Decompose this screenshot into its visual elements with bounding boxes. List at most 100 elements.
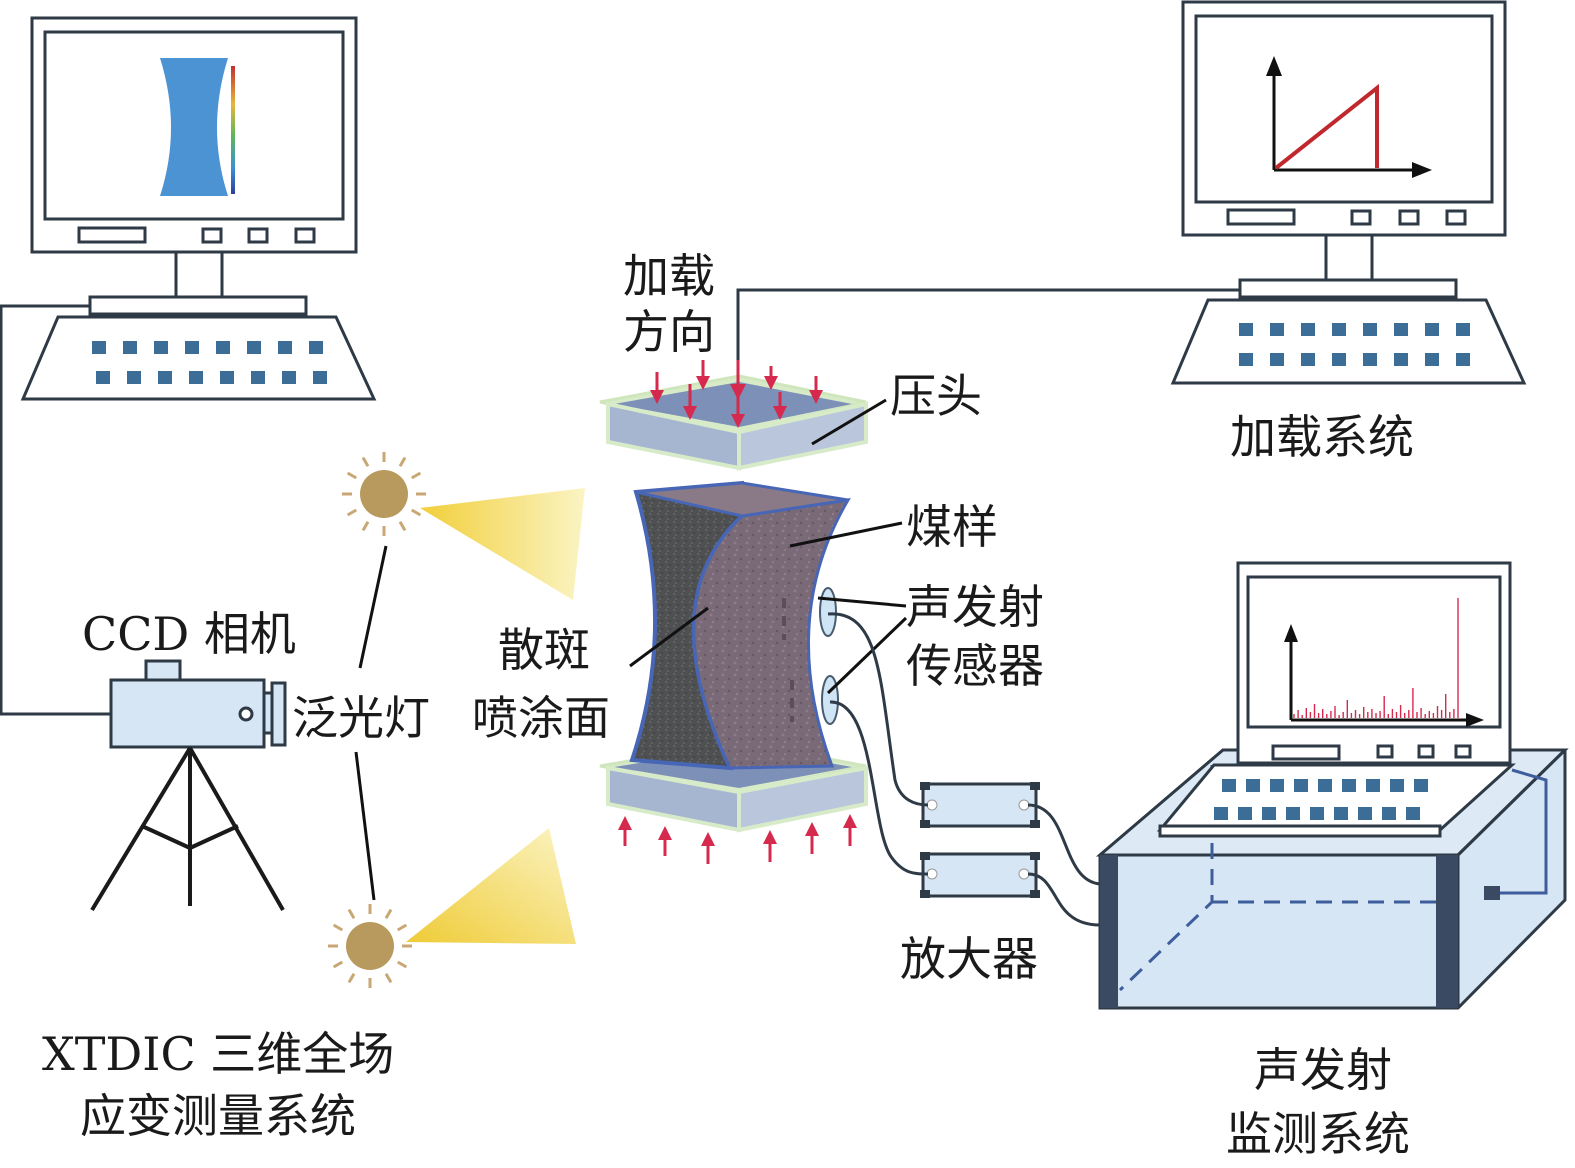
sun-ray (347, 908, 356, 920)
force-arrowhead (773, 406, 787, 420)
keyboard-key (1414, 779, 1428, 792)
sun-ray (361, 456, 370, 468)
speckle-label-1: 散斑 (498, 623, 590, 677)
keyboard-icon (20, 295, 377, 401)
sun-ray (384, 972, 393, 984)
force-arrowhead (764, 376, 778, 390)
keyboard-key (1363, 323, 1377, 336)
keyboard-key (1239, 353, 1253, 366)
keyboard-key (1239, 323, 1253, 336)
force-arrowhead (618, 816, 632, 830)
force-arrowhead (809, 390, 823, 404)
keyboard-key (282, 371, 296, 384)
load-arrows-bottom (618, 814, 857, 864)
keyboard-key (1358, 807, 1372, 820)
leader-indenter (811, 398, 887, 446)
keyboard-key (1270, 779, 1284, 792)
keyboard-icon (1170, 278, 1527, 385)
sun-lamp-icon (360, 470, 408, 518)
keyboard-key (1366, 779, 1380, 792)
keyboard-key (1270, 353, 1284, 366)
keyboard-key (127, 371, 141, 384)
leader-sensor2 (826, 616, 908, 695)
labels: 加载 方向 压头 加载系统 煤样 声发射 传感器 散斑 喷涂面 CCD 相机 泛… (42, 249, 1414, 1161)
sun-ray (361, 520, 370, 532)
indenter-label: 压头 (890, 369, 982, 423)
keyboard-key (1222, 779, 1236, 792)
keyboard-key (1270, 323, 1284, 336)
sun-ray (398, 520, 407, 532)
ccd-camera-label: CCD 相机 (82, 607, 296, 661)
ae-monitor-label-2: 监测系统 (1226, 1107, 1410, 1161)
amp-cable-2 (1027, 872, 1101, 927)
keyboard-key (1214, 807, 1228, 820)
keyboard-key (1394, 353, 1408, 366)
keyboard-key (313, 371, 327, 384)
keyboard-key (251, 371, 265, 384)
force-arrowhead (805, 822, 819, 836)
force-arrowhead (696, 376, 710, 390)
loading-cable (736, 288, 1240, 380)
ae-sensor (819, 587, 837, 637)
keyboard-key (185, 341, 199, 354)
ae-monitor-label-1: 声发射 (1254, 1043, 1392, 1097)
sun-ray (347, 972, 356, 984)
keyboard-key (154, 341, 168, 354)
keyboard-key (123, 341, 137, 354)
monitor-icon (1181, 0, 1507, 283)
keyboard-key (96, 371, 110, 384)
ae-sensor-label-2: 传感器 (906, 639, 1044, 693)
keyboard-key (220, 371, 234, 384)
amplifier-bottom (920, 852, 1040, 898)
keyboard-key (1394, 323, 1408, 336)
keyboard-key (1332, 353, 1346, 366)
dic-cable (0, 304, 110, 716)
sun-ray (410, 508, 422, 517)
sun-ray (332, 923, 344, 932)
keyboard-key (1334, 807, 1348, 820)
tripod (90, 746, 285, 912)
keyboard-key (309, 341, 323, 354)
force-arrowhead (731, 414, 745, 428)
leader-sensor1 (817, 596, 907, 608)
color-scale-bar (231, 66, 235, 194)
keyboard-key (1456, 323, 1470, 336)
sun-ray (410, 471, 422, 480)
strain-field-image (160, 58, 228, 196)
sun-ray (346, 508, 358, 517)
upper-platen (599, 374, 868, 471)
leader-coal (789, 521, 903, 548)
load-curve-plot (1266, 56, 1432, 178)
force-arrowhead (683, 406, 697, 420)
loading-direction-label-1: 加载 (623, 249, 715, 303)
coal-sample-label: 煤样 (906, 500, 998, 554)
keyboard-key (158, 371, 172, 384)
keyboard-key (1406, 807, 1420, 820)
keyboard-key (1286, 807, 1300, 820)
force-arrowhead (701, 832, 715, 846)
floodlight-bottom (328, 828, 576, 988)
sun-ray (396, 960, 408, 969)
coal-sample (629, 480, 851, 771)
loading-direction-label-2: 方向 (623, 305, 715, 359)
xtdic-label-1: XTDIC 三维全场 (42, 1027, 394, 1081)
sun-ray (396, 923, 408, 932)
keyboard-key (278, 341, 292, 354)
keyboard-key (92, 341, 106, 354)
keyboard-key (1301, 323, 1315, 336)
floodlight-label: 泛光灯 (292, 691, 430, 745)
sun-ray (346, 471, 358, 480)
keyboard-key (1332, 323, 1346, 336)
leader-speckle (629, 606, 709, 668)
keyboard-key (1318, 779, 1332, 792)
light-beam (406, 828, 576, 944)
loading-computer (1170, 0, 1527, 385)
keyboard-key (1246, 779, 1260, 792)
keyboard-key (1262, 807, 1276, 820)
ae-sensor-label-1: 声发射 (906, 580, 1044, 634)
keyboard-key (1425, 353, 1439, 366)
light-beam (420, 488, 585, 600)
keyboard-key (1382, 807, 1396, 820)
ae-signal-plot (1284, 598, 1484, 727)
